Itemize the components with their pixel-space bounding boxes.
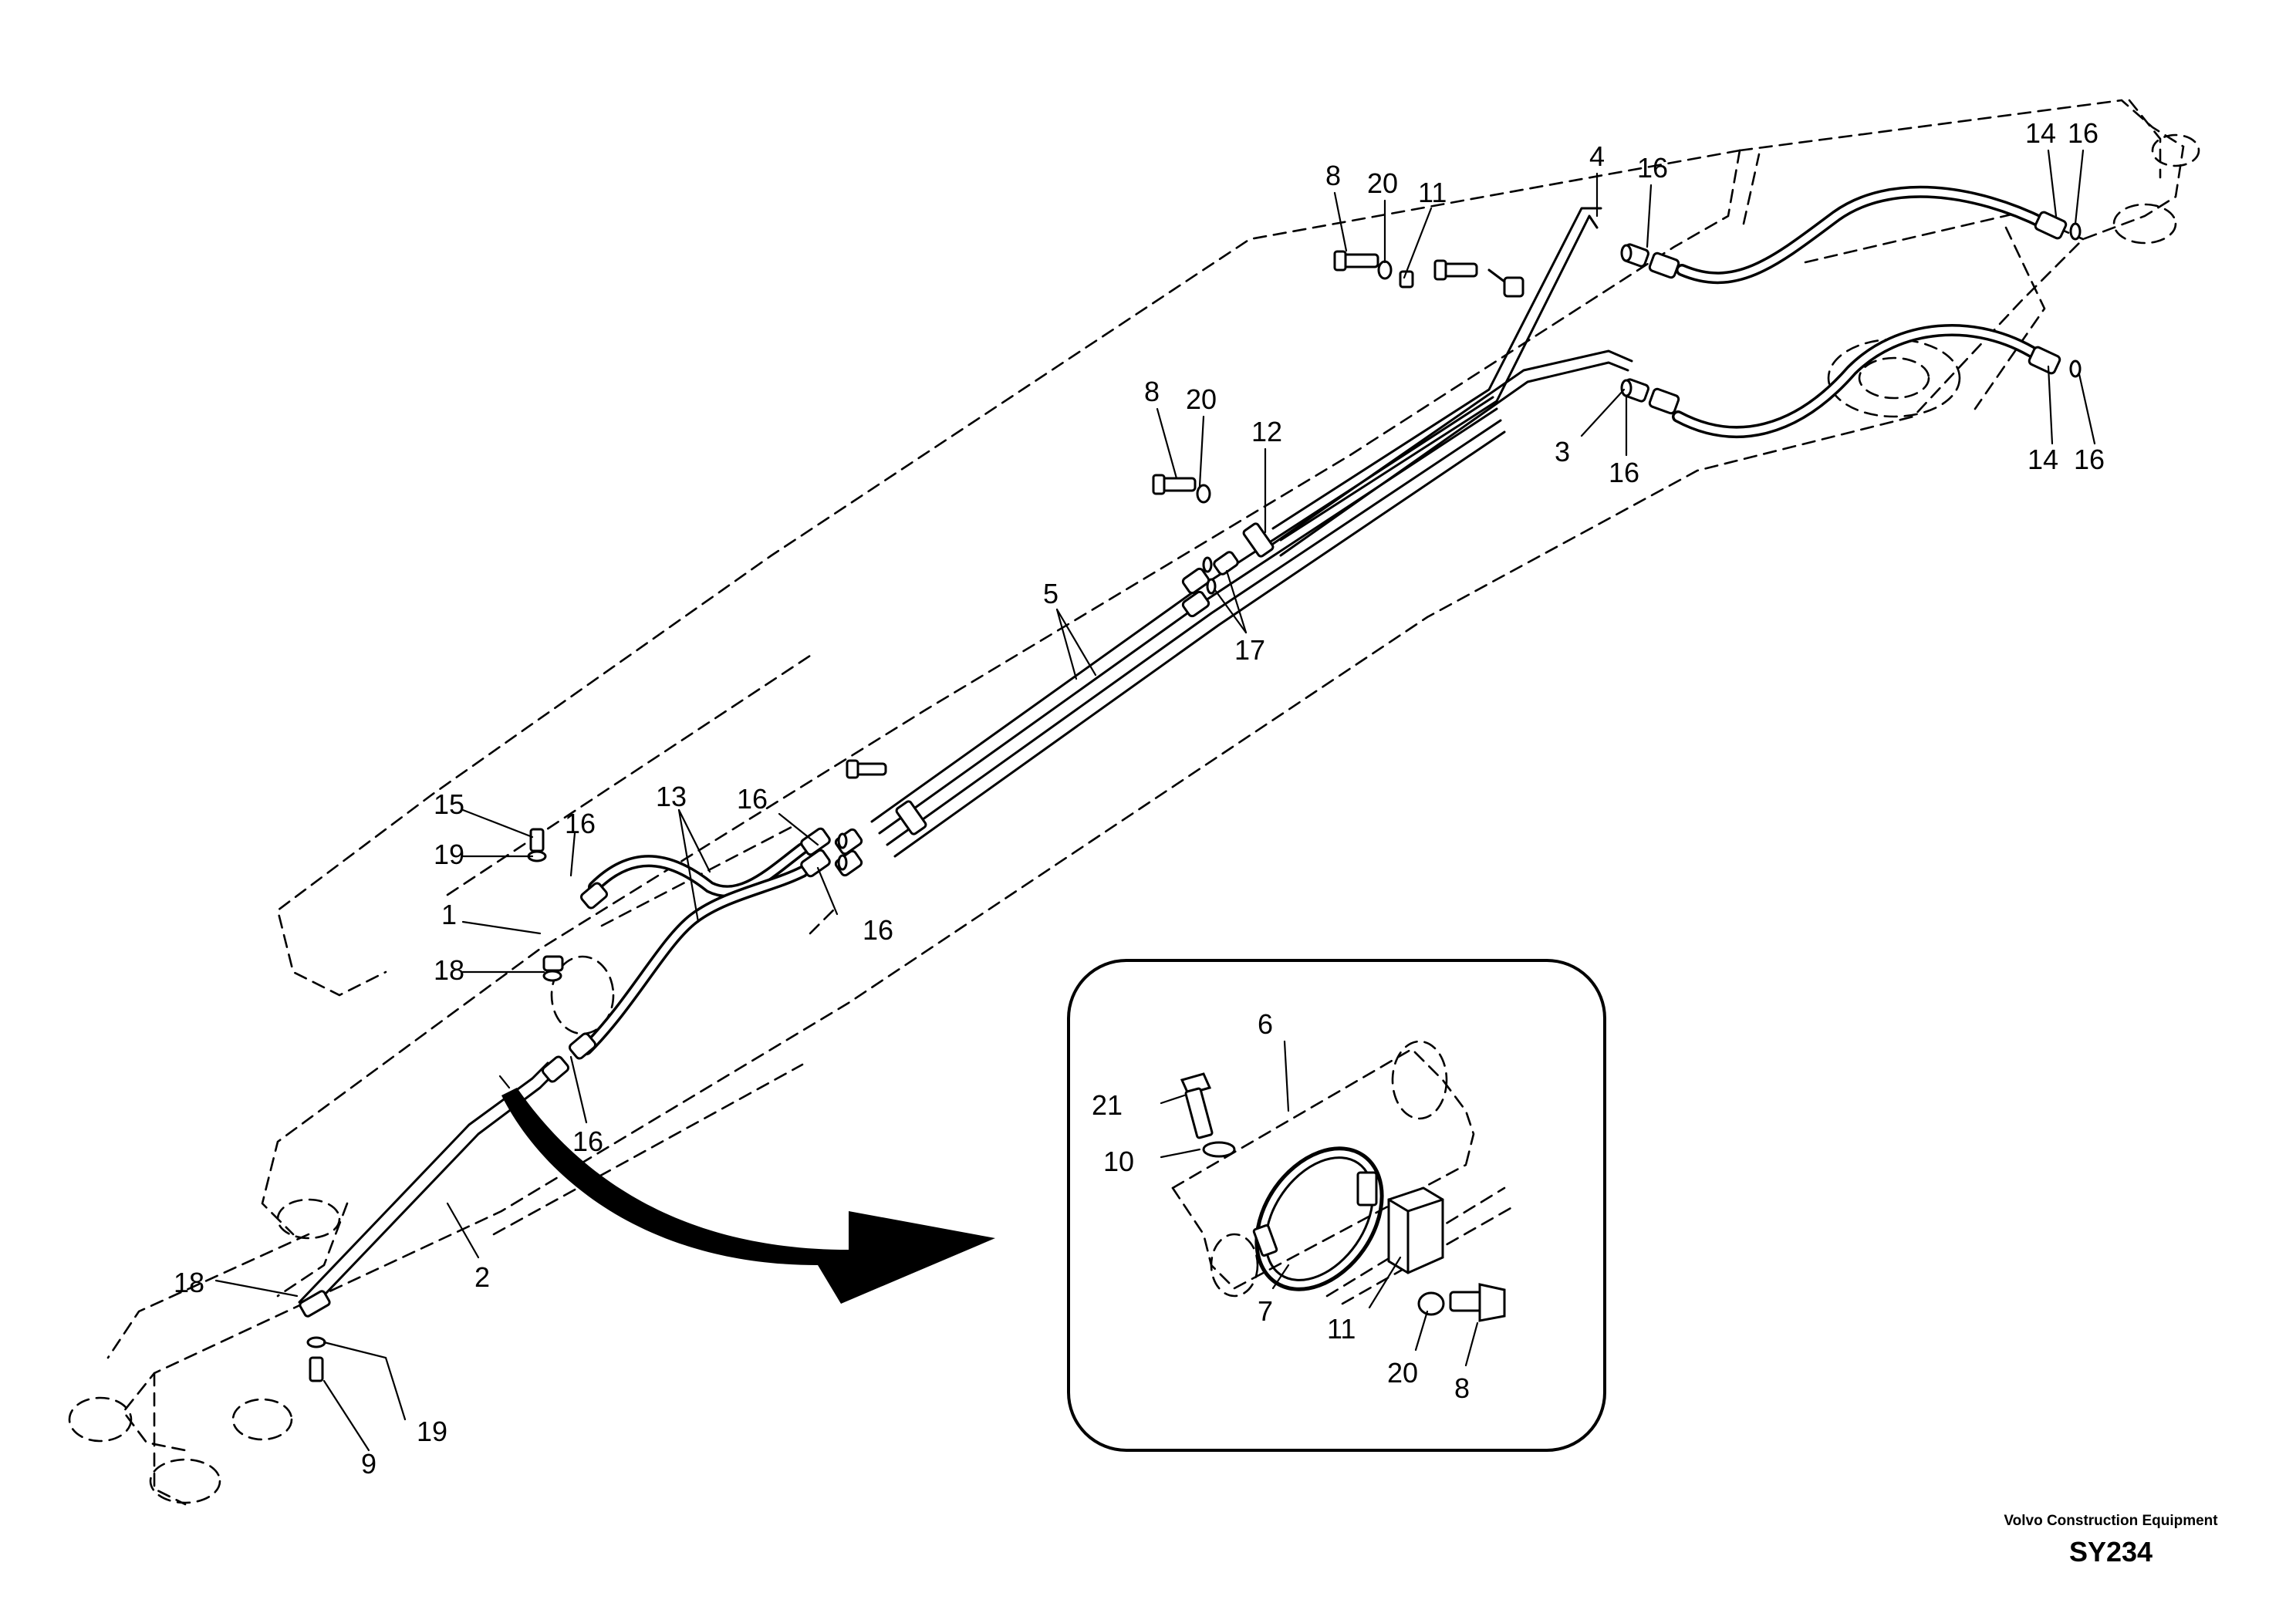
callout-3: 3 <box>1555 436 1570 467</box>
callout-20-mid: 20 <box>1186 383 1217 415</box>
callout-11-top: 11 <box>1418 177 1447 208</box>
callout-10: 10 <box>1103 1146 1134 1177</box>
callout-1: 1 <box>441 899 457 930</box>
callout-labels: 8 20 11 4 16 14 16 8 20 12 3 16 14 16 5 … <box>174 117 2105 1480</box>
callout-leaders <box>214 149 2096 1452</box>
clamp-block-11 <box>1387 1186 1444 1274</box>
callout-16-d: 16 <box>572 1126 603 1157</box>
callout-18-bottom: 18 <box>174 1267 204 1298</box>
callout-13: 13 <box>656 781 687 812</box>
callout-6: 6 <box>1258 1008 1273 1040</box>
callout-17: 17 <box>1234 634 1265 666</box>
callout-19-bottom: 19 <box>417 1416 447 1447</box>
callout-16-mid: 16 <box>1609 457 1639 488</box>
tube-2 <box>298 1061 557 1313</box>
callout-20-top: 20 <box>1367 167 1398 199</box>
callout-16-b: 16 <box>737 783 768 815</box>
detail-bolt-21 <box>1180 1072 1236 1158</box>
callout-7: 7 <box>1258 1295 1273 1327</box>
callout-16-right: 16 <box>2074 444 2105 475</box>
callout-21: 21 <box>1092 1089 1123 1121</box>
callout-9: 9 <box>361 1448 376 1480</box>
callout-20-detail: 20 <box>1387 1357 1418 1389</box>
callout-5: 5 <box>1043 578 1059 609</box>
callout-2: 2 <box>474 1261 490 1293</box>
detail-bolt-8 <box>1417 1283 1506 1322</box>
callout-15: 15 <box>434 788 464 820</box>
callout-8-top: 8 <box>1325 160 1341 191</box>
detail-arrow <box>498 1075 995 1304</box>
callout-16-a: 16 <box>565 808 596 839</box>
detail-leaders <box>1160 1040 1479 1367</box>
callout-12: 12 <box>1251 416 1282 447</box>
callout-19-top: 19 <box>434 839 464 870</box>
callout-11-detail: 11 <box>1327 1313 1356 1345</box>
drawing-code: SY234 <box>2068 1536 2153 1568</box>
clamp-halves-6-7 <box>1252 1146 1384 1291</box>
callout-4: 4 <box>1589 140 1605 172</box>
callout-16-c: 16 <box>863 914 893 946</box>
callout-14-right: 14 <box>2028 444 2058 475</box>
callout-8-mid: 8 <box>1144 376 1160 407</box>
fittings <box>541 211 2082 1083</box>
clamps <box>895 276 1524 835</box>
boom-outline <box>106 99 2185 1506</box>
detail-panel <box>1067 959 1606 1452</box>
bolts <box>299 250 1506 1382</box>
callout-8-detail: 8 <box>1454 1372 1470 1404</box>
callout-18-top: 18 <box>434 954 464 986</box>
callout-16-topright: 16 <box>2068 117 2098 149</box>
callout-14-top: 14 <box>2025 117 2056 149</box>
manufacturer-name: Volvo Construction Equipment <box>2004 1513 2218 1529</box>
brand-block: Volvo Construction Equipment SY234 <box>1995 1512 2227 1571</box>
hoses <box>580 185 2051 1055</box>
callout-16-top: 16 <box>1637 152 1668 184</box>
